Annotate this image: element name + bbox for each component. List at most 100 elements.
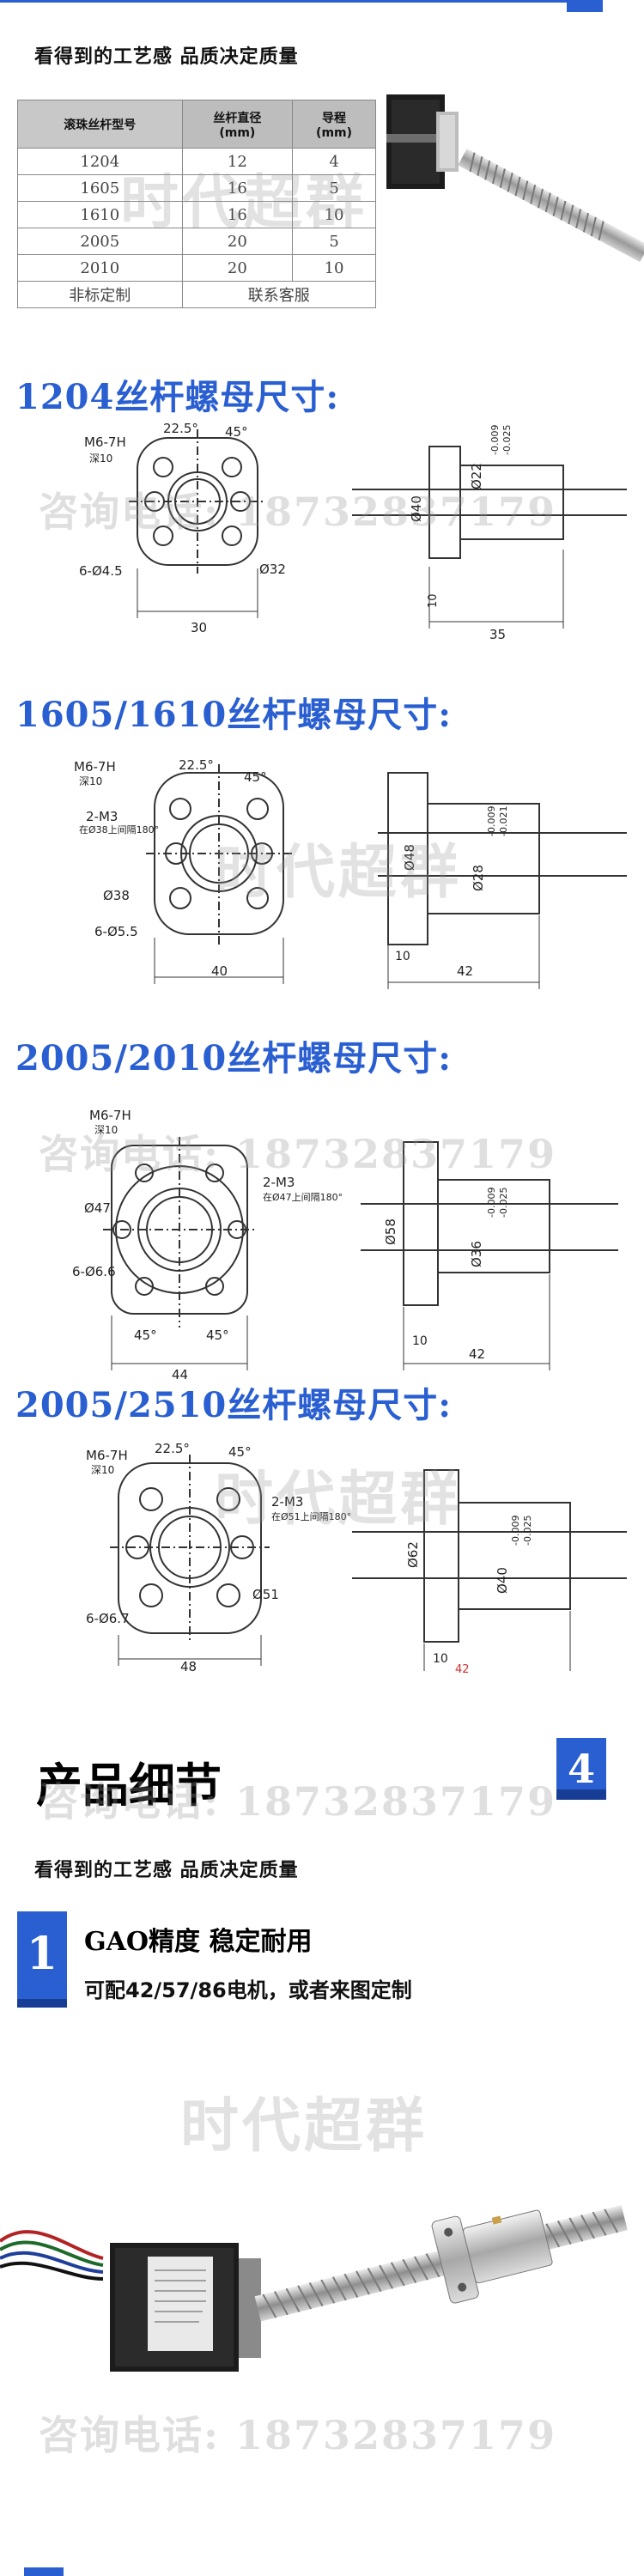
dim-label: 30 bbox=[191, 620, 207, 635]
dim-label: Ø62 bbox=[405, 1541, 421, 1568]
drawing-1605-1610: M6-7H 深10 22.5° 45° 2-M3 在Ø38上间隔180° Ø38… bbox=[74, 757, 627, 989]
dim-label: 6-Ø4.5 bbox=[79, 563, 123, 579]
top-accent-rule bbox=[0, 0, 567, 3]
section-title-2005-2510: 2005/2510丝杆螺母尺寸: bbox=[15, 1385, 453, 1425]
dim-label: Ø22 bbox=[469, 463, 484, 489]
dim-label: -0.025 bbox=[498, 1188, 509, 1218]
dim-label: 2-M3 bbox=[271, 1494, 303, 1510]
dim-label: 6-Ø6.6 bbox=[72, 1264, 116, 1279]
dim-label: 深10 bbox=[94, 1124, 118, 1136]
dim-label: 10 bbox=[395, 950, 410, 963]
dim-label: 44 bbox=[172, 1367, 188, 1382]
dim-label: M6-7H bbox=[84, 434, 126, 450]
feature-number: 1 bbox=[26, 1928, 58, 1980]
dim-label: 深10 bbox=[79, 775, 102, 787]
dim-label: 在Ø47上间隔180° bbox=[263, 1192, 343, 1203]
spec-header-lead: 导程 (mm) bbox=[292, 100, 376, 149]
dim-label: 45° bbox=[225, 424, 248, 440]
dim-label: Ø40 bbox=[495, 1567, 510, 1594]
table-row: 2005 20 5 bbox=[17, 228, 376, 255]
feature-number-badge: 1 bbox=[17, 1911, 67, 2008]
watermark-brand: 时代超群 bbox=[180, 2093, 428, 2160]
dim-label: Ø51 bbox=[252, 1587, 279, 1602]
dim-label: -0.025 bbox=[522, 1516, 533, 1546]
tagline-top: 看得到的工艺感 品质决定质量 bbox=[34, 46, 299, 68]
section-title-1204: 1204丝杆螺母尺寸: bbox=[15, 377, 340, 417]
spec-cell: 2005 bbox=[17, 228, 183, 255]
table-row: 1610 16 10 bbox=[17, 201, 376, 228]
spec-table: 滚珠丝杆型号 丝杆直径 (mm) 导程 (mm) 1204 12 4 1605 … bbox=[17, 100, 377, 308]
drawing-1204: M6-7H 深10 22.5° 45° 6-Ø4.5 Ø32 30 Ø40 Ø2… bbox=[79, 421, 627, 642]
spec-cell: 20 bbox=[181, 254, 294, 282]
dim-label: 48 bbox=[180, 1659, 197, 1674]
section-number-badge: 4 bbox=[556, 1738, 606, 1800]
spec-cell: 16 bbox=[181, 174, 294, 202]
dim-label: 42 bbox=[457, 963, 473, 979]
dim-label: 40 bbox=[211, 963, 228, 979]
dim-label: 10 bbox=[427, 593, 440, 608]
table-row: 2010 20 10 bbox=[17, 254, 376, 282]
section-title-2005-2010: 2005/2010丝杆螺母尺寸: bbox=[15, 1038, 453, 1078]
dim-label: -0.021 bbox=[498, 806, 509, 836]
dim-label: 6-Ø6.7 bbox=[86, 1611, 130, 1626]
dim-label: -0.009 bbox=[486, 1188, 497, 1218]
dim-label: 45° bbox=[228, 1444, 252, 1460]
detail-title: 产品细节 bbox=[36, 1758, 222, 1813]
spec-cell: 1610 bbox=[17, 201, 183, 228]
dim-label: 45° bbox=[134, 1327, 157, 1343]
dim-label: Ø32 bbox=[259, 562, 286, 577]
dim-label: 22.5° bbox=[163, 421, 198, 436]
spec-header-diameter: 丝杆直径 (mm) bbox=[181, 100, 294, 149]
spec-cell: 20 bbox=[181, 228, 294, 255]
section-number: 4 bbox=[567, 1746, 595, 1792]
table-row: 非标定制 联系客服 bbox=[17, 281, 377, 308]
dim-label: 22.5° bbox=[179, 757, 214, 773]
dim-label: Ø28 bbox=[471, 865, 486, 891]
spec-cell: 1605 bbox=[17, 174, 183, 202]
spec-cell: 5 bbox=[292, 228, 376, 255]
dim-label: -0.009 bbox=[510, 1516, 521, 1546]
dim-label: 深10 bbox=[91, 1464, 114, 1476]
drawing-2005-2510: M6-7H 深10 22.5° 45° 2-M3 在Ø51上间隔180° 6-Ø… bbox=[86, 1443, 627, 1674]
badge-shade bbox=[556, 1789, 606, 1800]
badge-shade bbox=[17, 1999, 67, 2008]
dim-label: Ø47 bbox=[84, 1200, 111, 1216]
spec-cell: 2010 bbox=[17, 254, 183, 282]
dim-label: 42 bbox=[469, 1346, 485, 1362]
bottom-accent-rule bbox=[24, 2567, 64, 2576]
dim-label: Ø36 bbox=[469, 1241, 484, 1267]
spec-cell: 16 bbox=[181, 201, 294, 228]
dim-label: 深10 bbox=[89, 453, 112, 465]
spec-custom-label: 非标定制 bbox=[17, 281, 183, 308]
spec-header-model: 滚珠丝杆型号 bbox=[17, 100, 183, 149]
dim-label: M6-7H bbox=[86, 1448, 128, 1463]
feature-subtitle: 可配42/57/86电机，或者来图定制 bbox=[84, 1978, 412, 2002]
dim-label: Ø58 bbox=[383, 1218, 398, 1245]
table-row: 1605 16 5 bbox=[17, 174, 376, 202]
dim-label: 22.5° bbox=[155, 1443, 190, 1456]
dim-label: 在Ø51上间隔180° bbox=[271, 1511, 351, 1522]
spec-cell: 10 bbox=[292, 254, 376, 282]
dim-label: Ø38 bbox=[103, 888, 130, 903]
dim-label: Ø48 bbox=[402, 844, 417, 871]
dim-label: 2-M3 bbox=[263, 1175, 295, 1190]
section-title-1605-1610: 1605/1610丝杆螺母尺寸: bbox=[15, 695, 453, 735]
dim-label: -0.025 bbox=[501, 425, 513, 455]
dim-label: 6-Ø5.5 bbox=[94, 924, 138, 939]
dim-label: 在Ø38上间隔180° bbox=[79, 824, 159, 835]
drawing-2005-2010: M6-7H 深10 Ø47 2-M3 在Ø47上间隔180° 6-Ø6.6 45… bbox=[72, 1108, 618, 1382]
motor-photo-top bbox=[386, 94, 644, 263]
spec-cell: 12 bbox=[181, 148, 294, 175]
spec-cell: 1204 bbox=[17, 148, 183, 175]
feature-title: GAO精度 稳定耐用 bbox=[84, 1927, 313, 1957]
top-accent-tab bbox=[567, 0, 603, 12]
dim-label: 10 bbox=[433, 1652, 448, 1666]
dim-label: M6-7H bbox=[89, 1108, 131, 1123]
dim-label: 42 bbox=[455, 1663, 470, 1674]
tagline-detail: 看得到的工艺感 品质决定质量 bbox=[34, 1860, 299, 1881]
dim-label: Ø40 bbox=[409, 495, 424, 522]
dim-label: 45° bbox=[206, 1327, 229, 1343]
spec-custom-value: 联系客服 bbox=[181, 281, 377, 308]
table-row: 1204 12 4 bbox=[17, 148, 376, 175]
dim-label: M6-7H bbox=[74, 759, 116, 775]
